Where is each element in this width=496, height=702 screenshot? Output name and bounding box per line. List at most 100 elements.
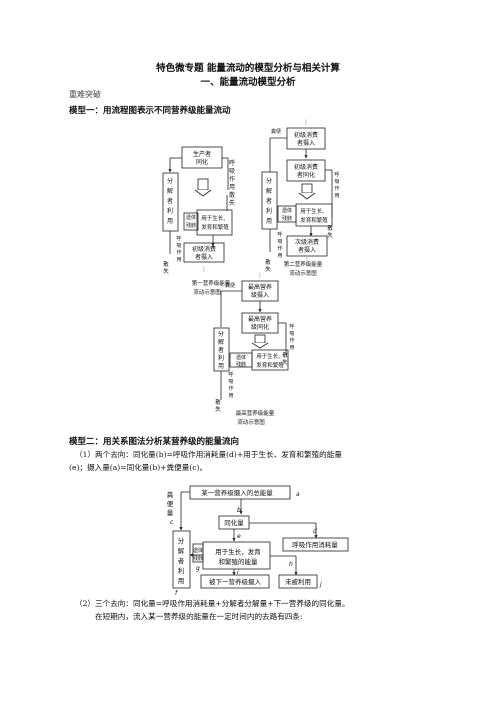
svg-text:用: 用: [178, 577, 185, 585]
svg-text:作: 作: [229, 175, 235, 183]
unused-box: [278, 574, 318, 589]
svg-text:利: 利: [178, 566, 185, 575]
svg-text:利: 利: [167, 207, 173, 215]
svg-text:吸: 吸: [229, 168, 235, 175]
svg-text:遗体: 遗体: [282, 207, 292, 214]
paragraph-two-directions: （1）两个去向：同化量(b)=呼吸作用消耗量(d)+用于生长、发育和繁殖的能量 …: [69, 450, 342, 472]
svg-text:用于生长、: 用于生长、: [300, 207, 328, 215]
svg-text:者同化: 者同化: [297, 171, 315, 179]
svg-text:散: 散: [282, 351, 288, 359]
svg-text:失: 失: [282, 358, 288, 366]
svg-text:便: 便: [167, 499, 174, 508]
svg-text:用: 用: [229, 184, 235, 191]
svg-text:散: 散: [163, 260, 169, 268]
svg-text:用: 用: [218, 363, 224, 370]
svg-text:残骸: 残骸: [236, 361, 246, 368]
svg-text:遗体: 遗体: [186, 214, 196, 221]
svg-text:⋮: ⋮: [257, 272, 263, 279]
svg-text:者摄入: 者摄入: [297, 139, 315, 147]
model1-heading: 模型一：用流程图表示不同营养级能量流动: [69, 106, 231, 116]
svg-text:残骸: 残骸: [193, 555, 203, 562]
decomposer-box-1: [162, 172, 179, 232]
svg-text:级同化: 级同化: [251, 323, 269, 331]
svg-text:作: 作: [289, 337, 294, 344]
svg-text:遗体: 遗体: [236, 354, 246, 361]
svg-text:失: 失: [327, 231, 333, 239]
subheading-breakthrough: 重难突破: [69, 90, 101, 99]
svg-text:呼: 呼: [334, 171, 339, 178]
svg-text:次级消费: 次级消费: [295, 238, 319, 246]
caption-diagram-2: 第二营养级能量: [284, 260, 323, 268]
svg-text:c: c: [170, 519, 174, 526]
svg-text:利: 利: [266, 207, 272, 215]
next-level-intake-box: [200, 574, 270, 589]
svg-text:解: 解: [167, 187, 173, 195]
svg-text:用于生长、: 用于生长、: [201, 214, 229, 222]
document-title: 特色微专题 能量流动的模型分析与相关计算: [156, 63, 340, 74]
svg-text:作: 作: [176, 249, 181, 256]
svg-text:者: 者: [266, 198, 272, 205]
svg-text:用: 用: [277, 253, 282, 259]
svg-text:e: e: [237, 533, 241, 540]
caption-diagram-1: 第一营养级能量: [192, 279, 231, 287]
svg-text:同化量: 同化量: [224, 518, 244, 527]
svg-text:用: 用: [176, 257, 181, 263]
svg-text:失: 失: [163, 267, 169, 275]
svg-text:b: b: [237, 507, 241, 514]
svg-text:⋮: ⋮: [304, 257, 310, 264]
svg-text:用: 用: [228, 393, 233, 399]
svg-text:h: h: [289, 561, 293, 568]
svg-text:失: 失: [215, 405, 221, 413]
svg-text:用: 用: [266, 218, 272, 225]
svg-text:f: f: [175, 590, 178, 597]
svg-text:者: 者: [178, 557, 185, 565]
svg-text:散: 散: [265, 258, 271, 266]
svg-text:残骸: 残骸: [186, 222, 196, 229]
svg-text:分: 分: [218, 330, 224, 338]
svg-text:残骸: 残骸: [282, 215, 292, 222]
svg-text:散: 散: [327, 224, 333, 232]
svg-text:呼: 呼: [289, 323, 294, 330]
svg-text:用: 用: [167, 218, 173, 225]
svg-text:呼: 呼: [176, 235, 181, 242]
svg-text:用: 用: [334, 193, 339, 199]
svg-text:最高营养: 最高营养: [248, 315, 272, 323]
svg-text:利: 利: [218, 354, 224, 362]
svg-text:被下一营养级摄入: 被下一营养级摄入: [209, 577, 262, 586]
svg-text:解: 解: [266, 187, 272, 195]
svg-text:发育和繁殖: 发育和繁殖: [300, 216, 328, 224]
svg-text:用: 用: [289, 345, 294, 351]
svg-text:呼: 呼: [277, 231, 282, 238]
svg-text:失: 失: [265, 265, 271, 273]
svg-text:解: 解: [218, 338, 224, 346]
svg-text:量: 量: [167, 509, 174, 517]
svg-text:流动示意图: 流动示意图: [289, 269, 317, 277]
producer-label-2: 同化: [196, 158, 208, 166]
svg-text:粪便: 粪便: [271, 128, 281, 135]
producer-box: [181, 146, 223, 169]
svg-text:分: 分: [266, 177, 272, 185]
svg-text:a: a: [296, 491, 300, 498]
section-title: 一、能量流动模型分析: [200, 77, 296, 88]
svg-text:粪: 粪: [167, 490, 174, 499]
svg-text:发育和繁殖: 发育和繁殖: [201, 223, 229, 231]
svg-text:遗体: 遗体: [193, 547, 203, 554]
svg-text:d: d: [313, 528, 317, 535]
svg-text:吸: 吸: [277, 239, 282, 245]
svg-text:者: 者: [218, 347, 224, 354]
svg-text:⋮: ⋮: [201, 266, 207, 273]
svg-text:作: 作: [228, 385, 233, 392]
svg-text:最高营养: 最高营养: [248, 283, 272, 291]
svg-text:吸: 吸: [228, 379, 233, 385]
svg-text:呼: 呼: [229, 160, 235, 167]
caption-diagram-3: 最高营养级能量: [236, 409, 275, 417]
svg-text:流动示意图: 流动示意图: [237, 418, 265, 426]
svg-text:j: j: [319, 581, 322, 588]
svg-text:作: 作: [277, 245, 282, 252]
svg-text:吸: 吸: [334, 179, 339, 185]
svg-text:和繁殖的能量: 和繁殖的能量: [219, 557, 259, 566]
svg-text:分: 分: [178, 536, 185, 545]
svg-text:吸: 吸: [289, 331, 294, 337]
